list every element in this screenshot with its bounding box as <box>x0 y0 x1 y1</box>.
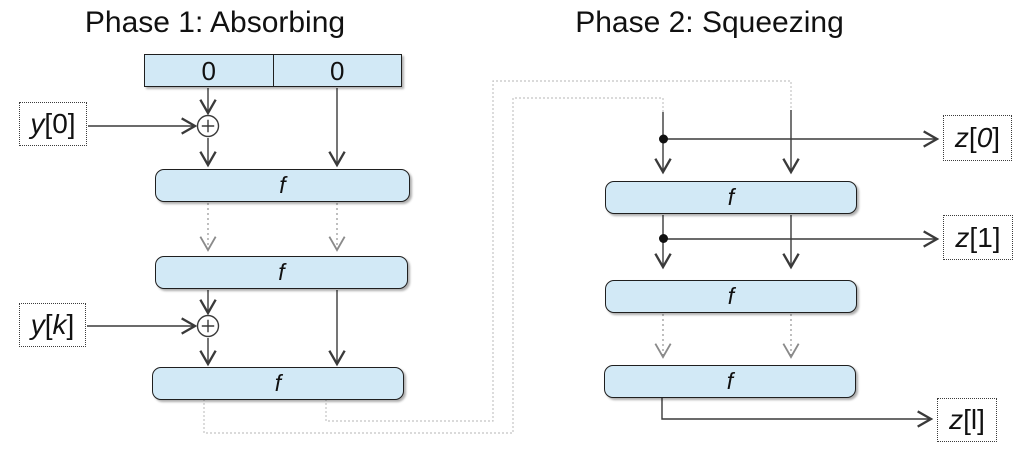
f-label: f <box>274 370 282 396</box>
phase1-title: Phase 1: Absorbing <box>84 6 346 39</box>
state-cell-left: 0 <box>145 55 274 86</box>
branch-dot-z1 <box>659 234 668 243</box>
input-label-y0: y[0] <box>19 102 87 146</box>
f-label: f <box>727 283 735 309</box>
f-box-absorb-3: f <box>152 367 404 400</box>
f-label: f <box>279 172 286 198</box>
f-label: f <box>726 368 734 394</box>
feedback-path-right <box>325 80 792 422</box>
f-label: f <box>727 184 735 210</box>
f-box-absorb-2: f <box>155 256 408 289</box>
f-box-squeeze-2: f <box>605 280 857 313</box>
f-box-squeeze-3: f <box>604 365 856 398</box>
xor-icon-2 <box>196 314 220 338</box>
output-label-z0: z[0] <box>943 115 1012 161</box>
f-box-squeeze-1: f <box>605 181 857 214</box>
f-box-absorb-1: f <box>155 169 410 202</box>
phase2-title: Phase 2: Squeezing <box>575 6 844 39</box>
output-label-zl: z[l] <box>937 398 997 442</box>
arrow-to-zl <box>661 398 934 428</box>
state-register: 0 0 <box>144 54 402 87</box>
state-cell-right: 0 <box>330 55 345 86</box>
f-label: f <box>278 259 285 285</box>
xor-icon-1 <box>196 114 220 138</box>
input-label-yk: y[k] <box>19 303 86 347</box>
feedback-path-left <box>203 97 664 434</box>
output-label-z1: z[1] <box>943 215 1013 260</box>
branch-dot-z0 <box>659 134 668 144</box>
